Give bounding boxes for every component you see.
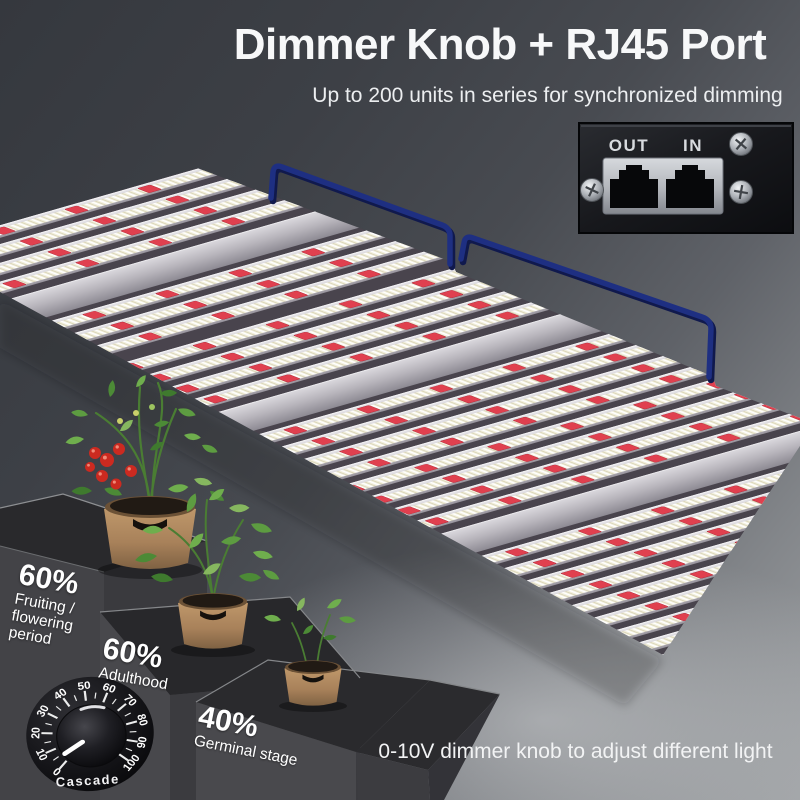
knob-scale-number: 90: [135, 736, 150, 749]
knob-highlight: [79, 705, 106, 711]
grow-bag: [284, 660, 342, 706]
knob-indicator: [62, 739, 86, 756]
screw-icon: [580, 178, 604, 202]
rj45-out-label: OUT: [609, 136, 649, 155]
rj45-jack-out: [610, 165, 658, 208]
rj45-port-photo: OUT IN: [578, 122, 794, 234]
fixture-floor-shadow: [0, 300, 663, 706]
knob-scale-number: 20: [30, 727, 43, 739]
tomato-plant: [65, 375, 225, 507]
screw-icon: [729, 132, 753, 156]
young-plant: [135, 489, 280, 601]
knob-scale-number: 70: [121, 693, 139, 709]
page-subtitle: Up to 200 units in series for synchroniz…: [312, 84, 783, 107]
pot-shadow: [171, 643, 255, 657]
plate-bevel: [581, 125, 791, 127]
screw-icon: [729, 180, 753, 204]
knob-scale-number: 30: [35, 703, 52, 719]
knob-scale-number: 40: [52, 687, 70, 703]
page-title: Dimmer Knob + RJ45 Port: [233, 20, 767, 69]
rj45-in-label: IN: [683, 136, 703, 155]
knob-scale-number: 80: [134, 713, 150, 727]
daisy-chain-cable-left: [268, 163, 453, 267]
knob-brand-label: Cascade: [55, 771, 120, 789]
knob-scale-number: 10: [33, 747, 50, 762]
daisy-chain-cable-right: [458, 234, 714, 380]
rj45-jack-in: [666, 165, 714, 208]
bottom-caption: 0-10V dimmer knob to adjust different li…: [378, 740, 773, 763]
knob-scale-number: 60: [101, 681, 118, 696]
grow-bag: [178, 593, 248, 649]
knob-scale-number: 50: [77, 680, 91, 693]
